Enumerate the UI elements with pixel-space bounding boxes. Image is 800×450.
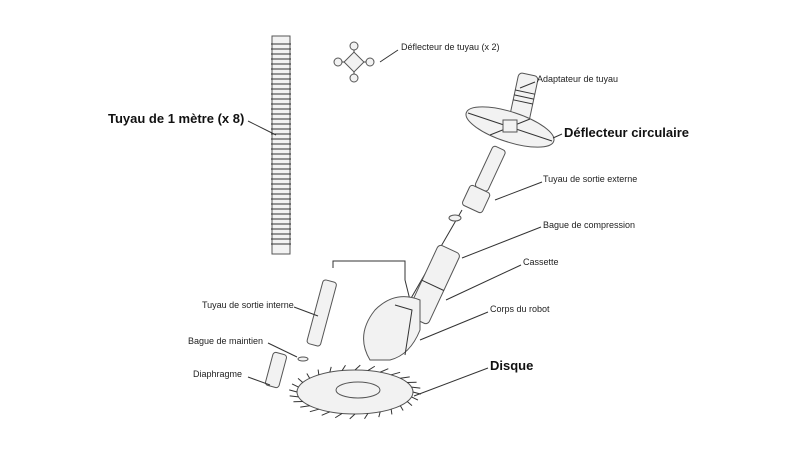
disc-tooth bbox=[400, 376, 410, 379]
disc-tooth bbox=[329, 366, 332, 373]
circular-deflector-part bbox=[465, 106, 555, 148]
disc-tooth bbox=[349, 413, 356, 420]
disc-tooth bbox=[306, 373, 311, 379]
disc-part bbox=[289, 364, 421, 420]
disc-tooth bbox=[297, 377, 304, 383]
disc-tooth bbox=[406, 401, 413, 407]
hose-1m-part bbox=[271, 35, 291, 255]
label-disc: Disque bbox=[490, 358, 534, 373]
disc-tooth bbox=[300, 405, 310, 408]
disc-tooth bbox=[379, 368, 389, 373]
disc-tooth bbox=[411, 386, 421, 389]
disc-tooth bbox=[334, 413, 343, 419]
disc-tooth bbox=[341, 365, 346, 371]
label-robot-body: Corps du robot bbox=[490, 304, 550, 314]
disc-tooth bbox=[399, 405, 404, 411]
label-compression-ring: Bague de compression bbox=[543, 220, 636, 230]
disc-tooth bbox=[354, 364, 361, 371]
disc-tooth bbox=[367, 365, 376, 371]
retaining-ring-part bbox=[297, 356, 309, 362]
label-circular-deflector: Déflecteur circulaire bbox=[564, 125, 690, 140]
label-retaining-ring: Bague de maintien bbox=[188, 336, 264, 346]
disc-tooth bbox=[291, 383, 299, 388]
disc-tooth bbox=[289, 389, 298, 393]
external-outlet-hose-part bbox=[461, 145, 506, 214]
robot-body-part bbox=[363, 296, 421, 361]
label-internal-outlet-hose: Tuyau de sortie interne bbox=[202, 300, 294, 310]
disc-tooth bbox=[309, 408, 319, 413]
disc-tooth bbox=[411, 396, 419, 401]
disc-tooth bbox=[364, 413, 369, 419]
disc-tooth bbox=[289, 395, 299, 398]
disc-tooth bbox=[390, 409, 393, 415]
label-diaphragm: Diaphragme bbox=[193, 369, 243, 379]
label-external-outlet-hose: Tuyau de sortie externe bbox=[543, 174, 638, 184]
disc-tooth bbox=[391, 371, 401, 376]
diaphragm-part bbox=[265, 351, 287, 389]
label-cassette: Cassette bbox=[523, 257, 559, 267]
hose-adapter-part bbox=[509, 72, 539, 122]
hose-deflector-part bbox=[333, 41, 375, 83]
label-hose-deflector: Déflecteur de tuyau (x 2) bbox=[401, 42, 500, 52]
label-hose-1m: Tuyau de 1 mètre (x 8) bbox=[108, 111, 245, 126]
compression-ring-part bbox=[448, 214, 462, 222]
leader-lines bbox=[247, 49, 563, 397]
disc-tooth bbox=[321, 411, 331, 416]
disc-tooth bbox=[378, 411, 381, 418]
internal-outlet-hose-part bbox=[306, 279, 337, 347]
disc-tooth bbox=[317, 369, 320, 375]
label-hose-adapter: Adaptateur de tuyau bbox=[537, 74, 619, 84]
